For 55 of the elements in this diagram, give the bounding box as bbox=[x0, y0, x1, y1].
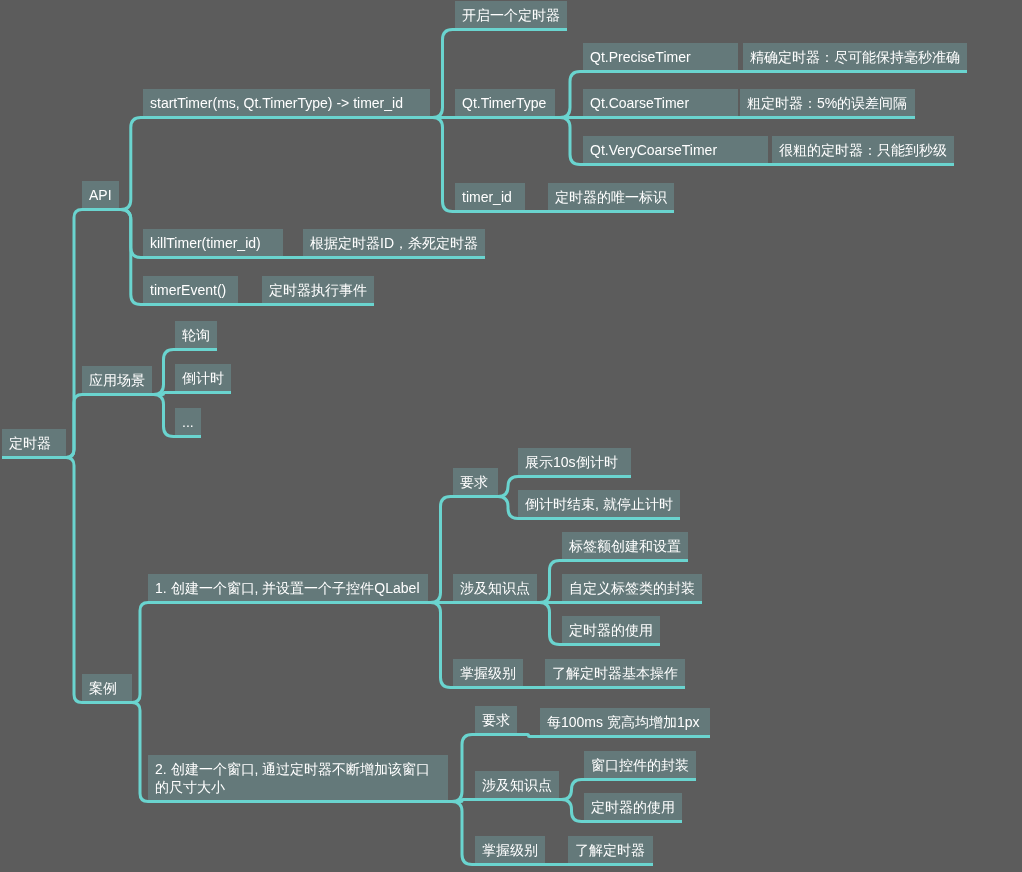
topic-node: 每100ms 宽高均增加1px bbox=[540, 708, 710, 738]
topic-node: timerEvent() bbox=[143, 276, 238, 306]
topic-node: 定时器执行事件 bbox=[262, 276, 374, 306]
topic-node: 定时器 bbox=[2, 429, 66, 459]
topic-node: startTimer(ms, Qt.TimerType) -> timer_id bbox=[143, 89, 430, 119]
topic-node: 展示10s倒计时 bbox=[518, 448, 631, 478]
connector-line bbox=[525, 210, 548, 213]
connector-line bbox=[738, 70, 743, 73]
connector-line bbox=[283, 256, 303, 259]
topic-node: 案例 bbox=[82, 674, 132, 704]
topic-node: ... bbox=[175, 408, 201, 438]
topic-node: 自定义标签类的封装 bbox=[562, 574, 702, 604]
topic-node: 标签额创建和设置 bbox=[562, 532, 688, 562]
topic-node: timer_id bbox=[455, 183, 525, 213]
topic-node: 定时器的使用 bbox=[584, 793, 682, 823]
topic-node: 定时器的唯一标识 bbox=[548, 183, 674, 213]
topic-node: 要求 bbox=[475, 706, 517, 736]
topic-node: 粗定时器：5%的误差间隔 bbox=[740, 89, 915, 119]
connector-line bbox=[523, 686, 545, 689]
topic-node: 1. 创建一个窗口, 并设置一个子控件QLabel bbox=[148, 574, 428, 604]
connector-line bbox=[768, 163, 772, 166]
connector-line bbox=[238, 303, 262, 306]
topic-node: 开启一个定时器 bbox=[455, 1, 567, 31]
topic-node: killTimer(timer_id) bbox=[143, 229, 283, 259]
topic-node: 掌握级别 bbox=[453, 659, 523, 689]
connector-line bbox=[537, 601, 562, 646]
topic-node: 倒计时 bbox=[175, 364, 231, 394]
connector-line bbox=[559, 798, 584, 823]
topic-node: Qt.CoarseTimer bbox=[583, 89, 738, 119]
connector-line bbox=[428, 601, 453, 689]
connector-line bbox=[555, 116, 583, 166]
topic-node: 了解定时器基本操作 bbox=[545, 659, 685, 689]
connector-line bbox=[151, 393, 176, 438]
topic-node: 了解定时器 bbox=[568, 836, 653, 866]
topic-node: 2. 创建一个窗口, 通过定时器不断增加该窗口的尺寸大小 bbox=[148, 755, 448, 803]
topic-node: Qt.PreciseTimer bbox=[583, 43, 738, 73]
topic-node: 涉及知识点 bbox=[453, 574, 537, 604]
topic-node: 窗口控件的封装 bbox=[584, 751, 696, 781]
topic-node: 轮询 bbox=[175, 321, 217, 351]
topic-node: 要求 bbox=[453, 468, 498, 498]
topic-node: API bbox=[82, 181, 119, 211]
topic-node: Qt.TimerType bbox=[455, 89, 555, 119]
topic-node: 精确定时器：尽可能保持毫秒准确 bbox=[743, 43, 967, 73]
topic-node: Qt.VeryCoarseTimer bbox=[583, 136, 768, 166]
topic-node: 定时器的使用 bbox=[562, 616, 660, 646]
topic-node: 涉及知识点 bbox=[475, 771, 559, 801]
topic-node: 很粗的定时器：只能到秒级 bbox=[772, 136, 954, 166]
connector-line bbox=[430, 116, 455, 213]
connector-line bbox=[517, 733, 540, 738]
topic-node: 掌握级别 bbox=[475, 836, 545, 866]
topic-node: 根据定时器ID，杀死定时器 bbox=[303, 229, 485, 259]
topic-node: 倒计时结束, 就停止计时 bbox=[518, 490, 680, 520]
connector-line bbox=[118, 208, 143, 306]
connector-line bbox=[545, 863, 568, 866]
topic-node: 应用场景 bbox=[82, 366, 152, 396]
